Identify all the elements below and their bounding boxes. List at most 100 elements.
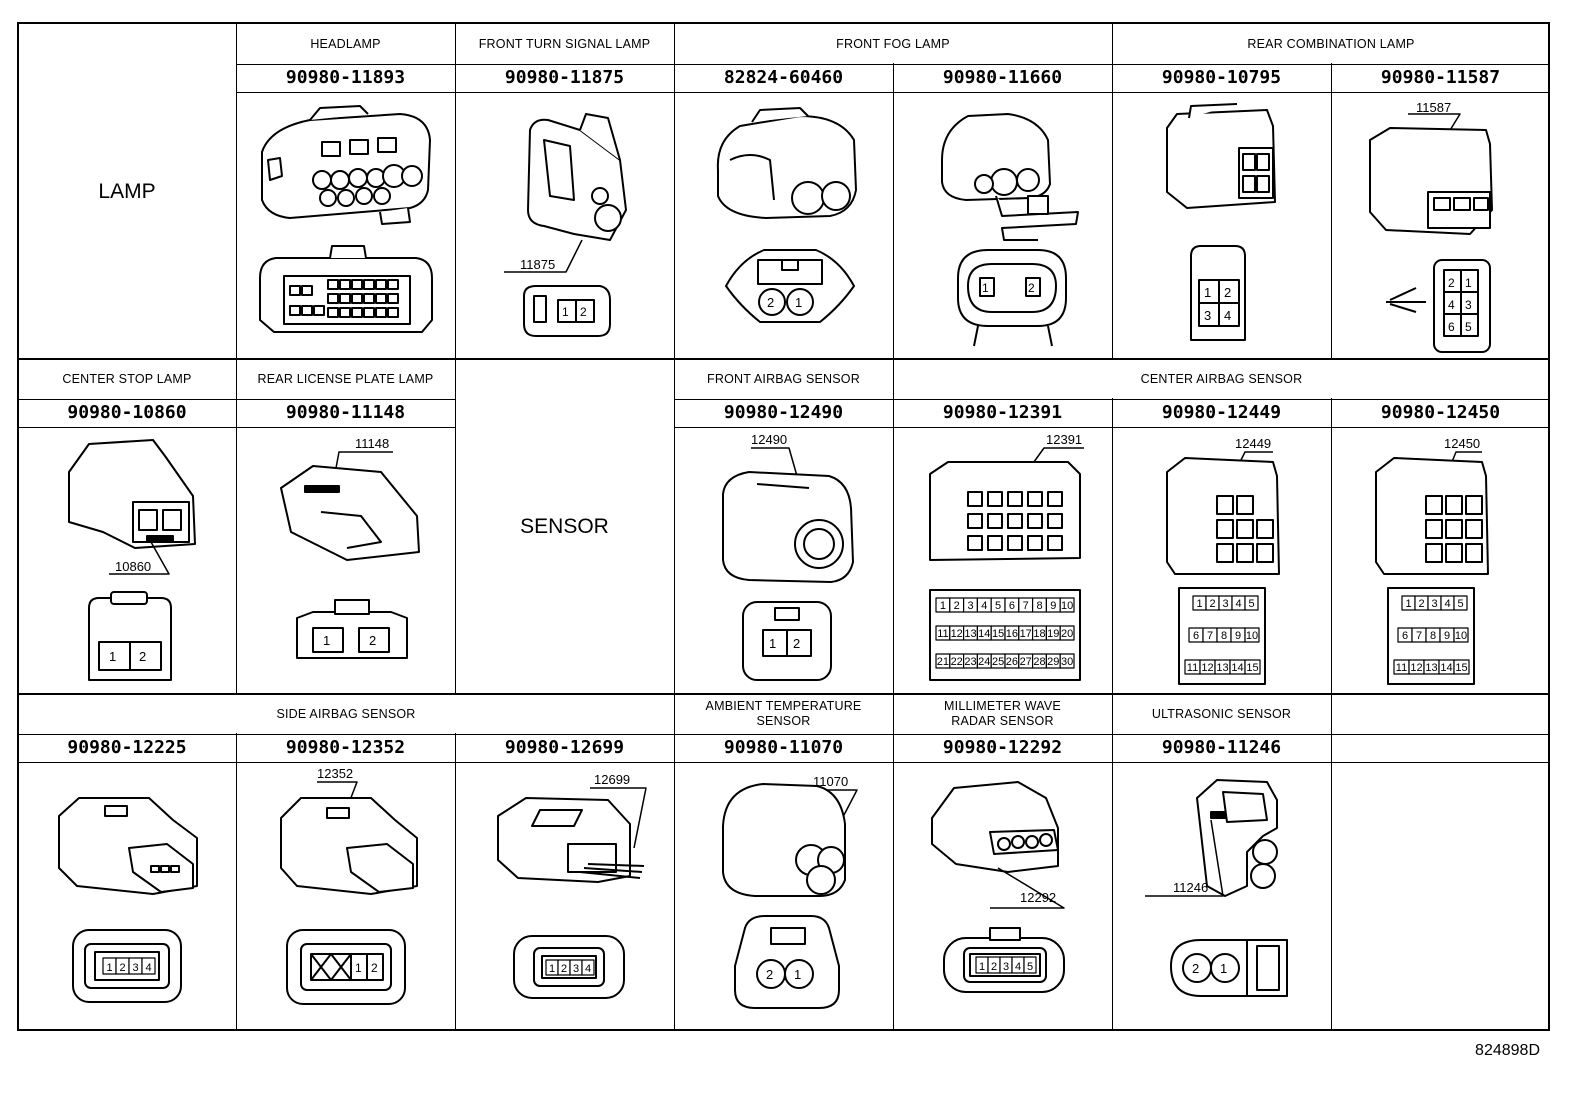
connector-3d-view	[929, 461, 1081, 561]
connector-drawing-11660: 1 2	[908, 100, 1098, 350]
connector-face-view: 1 2	[742, 601, 832, 681]
col-line-3	[674, 23, 675, 1030]
callout-11148: 11148	[355, 436, 389, 451]
connector-3d-view	[722, 783, 846, 897]
callout-12352: 12352	[317, 766, 353, 781]
pin-label: 13	[1425, 662, 1437, 674]
pin-label: 2	[793, 636, 800, 651]
pin-label: 2	[766, 967, 773, 982]
header-line-r2a	[18, 399, 455, 400]
part-number-11246: 90980-11246	[1161, 737, 1282, 758]
pin-label: 3	[1003, 961, 1009, 973]
pin-label: 1	[355, 961, 362, 975]
connector-chart-frame	[17, 22, 1550, 1031]
callout-11246: 11246	[1173, 880, 1208, 895]
connector-face-view: 1 2	[296, 599, 408, 659]
pin-label: 4	[585, 963, 591, 975]
pin-label: 2	[1224, 285, 1231, 300]
pin-label: 6	[1193, 630, 1199, 642]
pin-label: 2	[580, 305, 587, 319]
header-line-r2a2	[674, 399, 1549, 400]
connector-drawing-60460: 2 1	[690, 100, 880, 350]
pin-label: 1	[1196, 598, 1202, 610]
callout-12391: 12391	[1046, 432, 1082, 447]
connector-face-view: 1 2	[286, 929, 406, 1005]
callout-12292: 12292	[1020, 890, 1056, 905]
pin-label: 20	[1061, 628, 1073, 640]
callout-12450: 12450	[1444, 436, 1480, 451]
connector-face-view: 2 1 4 3 6 5	[1386, 259, 1491, 353]
pin-label: 12	[1201, 662, 1213, 674]
part-number-11660: 90980-11660	[942, 67, 1063, 88]
pin-label: 3	[967, 600, 973, 612]
pin-label: 1	[1405, 598, 1411, 610]
pin-label: 4	[145, 962, 151, 974]
pin-label: 26	[1006, 656, 1018, 668]
col-line-2	[455, 23, 456, 1030]
pin-label: 1	[549, 963, 555, 975]
pin-label: 1	[1204, 285, 1211, 300]
pin-label: 2	[1448, 276, 1455, 290]
pin-label: 15	[992, 628, 1004, 640]
header-line-r3a	[18, 734, 1549, 735]
connector-face-view: 1 2 3 4	[1190, 245, 1246, 341]
pin-label: 2	[991, 961, 997, 973]
pin-label: 1	[982, 281, 989, 295]
group-title-ultrasonic: ULTRASONIC SENSOR	[1151, 707, 1292, 721]
pin-label: 10	[1061, 600, 1073, 612]
pin-label: 21	[937, 656, 949, 668]
callout-11070: 11070	[813, 774, 848, 789]
connector-3d-view	[280, 465, 420, 561]
pin-label: 3	[1204, 308, 1211, 323]
group-title-headlamp: HEADLAMP	[310, 37, 381, 51]
connector-3d-view	[1375, 457, 1489, 575]
pin-label: 5	[1457, 598, 1463, 610]
part-number-11148: 90980-11148	[285, 402, 406, 423]
pin-label: 23	[964, 656, 976, 668]
pin-label: 30	[1061, 656, 1073, 668]
pin-label: 9	[1235, 630, 1241, 642]
part-number-12225: 90980-12225	[67, 737, 187, 758]
part-number-12449: 90980-12449	[1161, 402, 1282, 423]
connector-drawing-11070: 11070 2 1	[689, 768, 879, 1023]
pin-label: 4	[1015, 961, 1021, 973]
pin-label: 12	[1410, 662, 1422, 674]
pin-label: 13	[964, 628, 976, 640]
connector-3d-view	[722, 471, 854, 583]
pin-label: 1	[940, 600, 946, 612]
pin-label: 5	[1248, 598, 1254, 610]
drawing-reference-code: 824898D	[1475, 1042, 1540, 1059]
pin-label: 2	[139, 649, 146, 664]
connector-3d-view	[931, 781, 1059, 873]
pin-label: 9	[1050, 600, 1056, 612]
pin-label: 1	[562, 305, 569, 319]
pin-label: 4	[981, 600, 987, 612]
pin-label: 1	[109, 649, 116, 664]
connector-face-view: 2 1	[734, 915, 840, 1009]
connector-3d-view	[497, 797, 645, 883]
header-line-r2b	[18, 427, 455, 428]
pin-label: 12	[951, 628, 963, 640]
pin-label: 19	[1047, 628, 1059, 640]
pin-label: 11	[1396, 662, 1407, 674]
pin-label: 1	[795, 295, 802, 310]
pin-label: 1	[794, 967, 801, 982]
pin-label: 2	[1028, 281, 1035, 295]
section-label-lamp: LAMP	[98, 180, 156, 203]
pin-label: 10	[1455, 630, 1467, 642]
pin-label: 22	[951, 656, 963, 668]
pin-label: 5	[995, 600, 1001, 612]
pin-label: 7	[1023, 600, 1029, 612]
pin-label: 18	[1033, 628, 1045, 640]
connector-face-view: 1 2	[957, 249, 1067, 347]
group-title-rear-combination: REAR COMBINATION LAMP	[1247, 37, 1415, 51]
group-title-front-turn: FRONT TURN SIGNAL LAMP	[478, 37, 651, 51]
pin-label: 6	[1448, 320, 1455, 334]
part-number-12292: 90980-12292	[942, 737, 1063, 758]
pin-label: 4	[1444, 598, 1450, 610]
connector-drawing-10860: 10860 1 2	[33, 432, 223, 687]
